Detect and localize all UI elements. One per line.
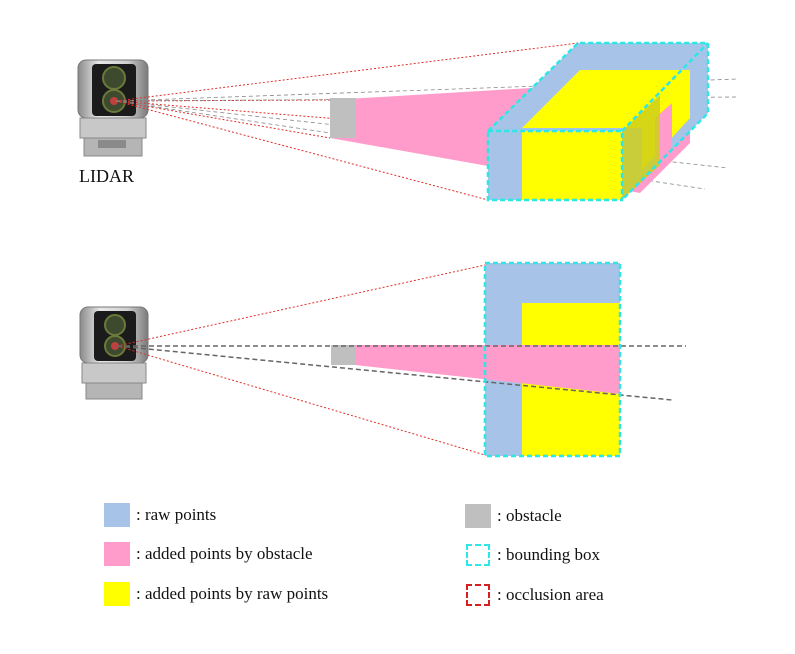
top-obstacle bbox=[330, 98, 356, 138]
legend-obstacle: : obstacle bbox=[465, 504, 562, 528]
top-lidar-sensor bbox=[77, 59, 149, 157]
legend-bbox-swatch bbox=[466, 544, 490, 566]
legend-obstacle-added-label: : added points by obstacle bbox=[136, 544, 313, 563]
bottom-obstacle bbox=[331, 345, 355, 365]
legend-added-by-obstacle: : added points by obstacle bbox=[104, 542, 313, 566]
top-bounding-box-3d bbox=[486, 41, 710, 202]
lidar-label: LIDAR bbox=[79, 166, 134, 186]
legend-obstacle-swatch bbox=[465, 504, 491, 528]
legend-raw-added-swatch bbox=[104, 582, 130, 606]
legend-occlusion-swatch bbox=[466, 584, 490, 606]
legend-raw-points: : raw points bbox=[104, 503, 216, 527]
legend-obstacle-label: : obstacle bbox=[497, 506, 562, 525]
box-olive-face bbox=[622, 95, 660, 200]
legend-added-by-raw: : added points by raw points bbox=[104, 582, 328, 606]
top-occlusion-lines bbox=[115, 42, 579, 201]
legend-raw-label: : raw points bbox=[136, 505, 217, 524]
bottom-gray-rays bbox=[116, 345, 686, 401]
legend-obstacle-added-swatch bbox=[104, 542, 130, 566]
legend-occlusion-area: : occlusion area bbox=[465, 583, 604, 607]
bottom-occlusion-lines bbox=[116, 264, 486, 456]
legend-raw-added-label: : added points by raw points bbox=[136, 584, 329, 603]
legend-bounding-box: : bounding box bbox=[465, 543, 600, 567]
bottom-lidar-sensor bbox=[79, 306, 149, 400]
bottom-bounding-box-outline bbox=[483, 261, 622, 458]
legend-raw-swatch bbox=[104, 503, 130, 527]
legend-bbox-label: : bounding box bbox=[497, 545, 600, 564]
box-front-blue bbox=[488, 131, 522, 200]
legend-occlusion-label: : occlusion area bbox=[497, 585, 604, 604]
bottom-pink-added-points bbox=[355, 345, 620, 394]
